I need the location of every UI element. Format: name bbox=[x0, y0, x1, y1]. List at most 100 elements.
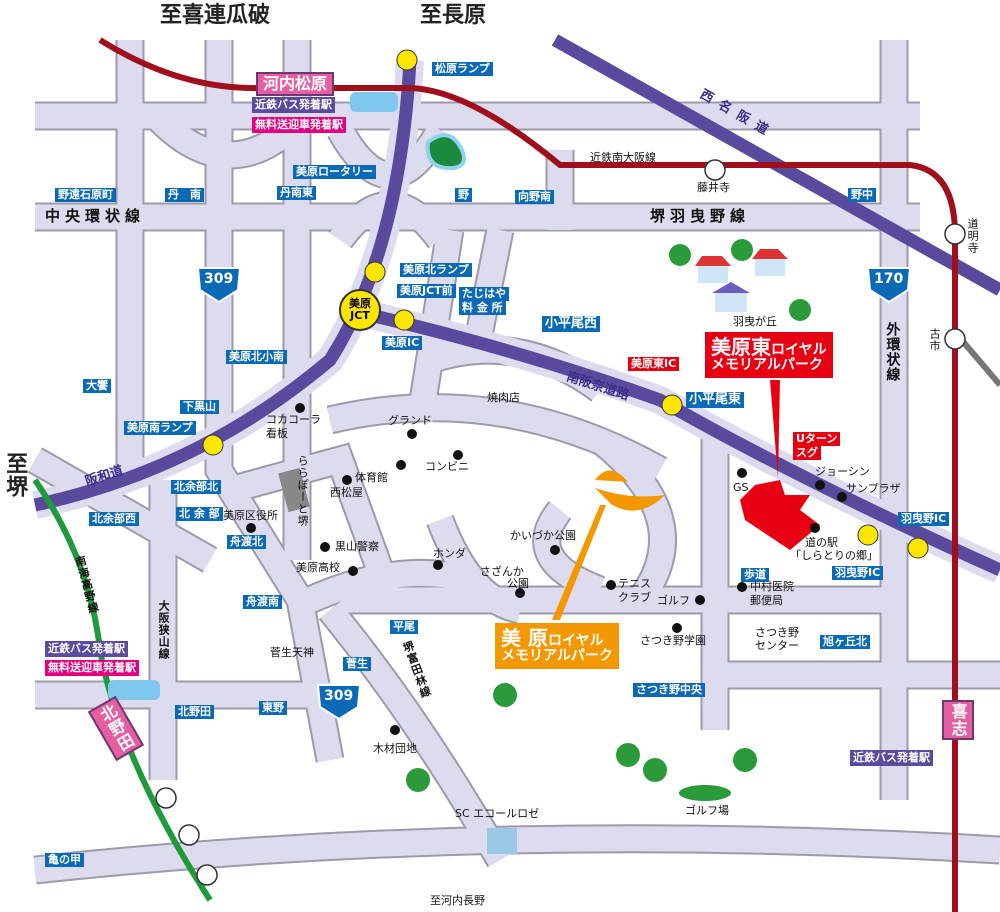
east-pointer bbox=[770, 380, 780, 478]
place-ground: グランド bbox=[388, 414, 432, 427]
label-kobirao-nishi: 小平尾西 bbox=[542, 316, 601, 333]
label-kobirao-higashi: 小平尾東 bbox=[686, 392, 745, 409]
place-satsukino: さつき野 bbox=[755, 626, 799, 639]
hanwa-expressway bbox=[33, 59, 417, 512]
place-shiratori: 「しらとりの郷」 bbox=[790, 549, 878, 562]
place-ward-office: 美原区役所 bbox=[223, 509, 278, 522]
callout-sub2: メモリアルパーク bbox=[501, 648, 613, 665]
place-mokuzai-danchi: 木材団地 bbox=[373, 742, 417, 755]
road-osaka-sayama: 大阪狭山線 bbox=[157, 600, 171, 660]
golf-green bbox=[679, 785, 731, 801]
place-tennis-club: クラブ bbox=[618, 591, 651, 604]
place-golf: ゴルフ bbox=[657, 594, 690, 607]
place-lalaport: ららぽーと堺 bbox=[296, 455, 310, 527]
label-mihara-rotary: 美原ロータリー bbox=[293, 165, 376, 180]
label-kitanoda: 北野田 bbox=[175, 705, 214, 720]
station-kishi: 喜志 bbox=[942, 700, 974, 740]
bus-stop-tag: 近鉄バス発着駅 bbox=[45, 641, 128, 658]
route-shields bbox=[196, 267, 912, 721]
road-chuo: 中央環状線 bbox=[45, 207, 146, 225]
east-park-site bbox=[740, 480, 820, 550]
label-hirao: 平尾 bbox=[390, 620, 418, 635]
label-tajihaya: たじはや bbox=[459, 287, 509, 302]
landmark-dots bbox=[246, 403, 847, 735]
label-mihara-jct-mae: 美原JCT前 bbox=[397, 284, 456, 299]
place-gs: GS bbox=[733, 481, 749, 494]
route-309-north: 309 bbox=[204, 271, 234, 287]
dest-nagahara: 至長原 bbox=[420, 3, 487, 28]
west-park-site bbox=[595, 470, 665, 511]
dest-kireuriwari: 至喜連瓜破 bbox=[160, 3, 271, 28]
label-satsukino-chuo: さつき野中央 bbox=[633, 683, 705, 698]
label-kitaamabe-kita: 北余部北 bbox=[171, 480, 221, 495]
place-sazanka-park: 公園 bbox=[507, 577, 529, 590]
callout-sub1: ロイヤル bbox=[771, 342, 827, 358]
label-uturn-1: Uターン bbox=[793, 432, 841, 447]
label-no: 野 bbox=[455, 188, 472, 203]
label-matsubara-ramp: 松原ランプ bbox=[432, 62, 493, 77]
label-mihara-kitakominami: 美原北小南 bbox=[226, 350, 287, 365]
houses bbox=[695, 249, 788, 312]
trees bbox=[406, 239, 811, 792]
label-mihara-ic: 美原IC bbox=[382, 336, 423, 351]
sc-building bbox=[487, 828, 517, 854]
callout-sub1: ロイヤル bbox=[547, 633, 604, 649]
place-nakamura-clinic: 中村医院 bbox=[750, 580, 794, 593]
label-tollgate: 料 金 所 bbox=[459, 301, 506, 316]
route-170: 170 bbox=[874, 271, 904, 287]
label-kitaamabe-nishi: 北余部西 bbox=[89, 512, 139, 527]
place-satsukino-gakuen: さつき野学園 bbox=[640, 634, 706, 647]
place-sc-ecole-rose: SC エコールロゼ bbox=[455, 807, 540, 820]
kintetsu-nagano-line bbox=[957, 336, 1000, 387]
line-kintetsu: 近鉄南大阪線 bbox=[590, 151, 656, 164]
station-kawachi-matsubara: 河内松原 bbox=[256, 72, 335, 96]
place-golf-course: ゴルフ場 bbox=[685, 804, 729, 817]
west-pointer bbox=[552, 505, 606, 620]
mihara-jct: 美原JCT bbox=[349, 297, 371, 323]
label-mihara-kita-ramp: 美原北ランプ bbox=[400, 263, 472, 278]
label-asahigaoka-kita: 旭ヶ丘北 bbox=[820, 635, 870, 650]
road-gaikan: 外環状線 bbox=[884, 322, 901, 382]
label-tannan: 丹 南 bbox=[165, 188, 204, 203]
label-funado-kita: 舟渡北 bbox=[227, 535, 266, 550]
place-joshin: ジョーシン bbox=[815, 465, 870, 478]
interchange-markers bbox=[202, 49, 929, 559]
place-tennis: テニス bbox=[618, 577, 651, 590]
station-domyoji: 道明寺 bbox=[966, 218, 980, 254]
place-michinoeki: 道の駅 bbox=[805, 536, 838, 549]
station-fujiidera: 藤井寺 bbox=[697, 181, 730, 194]
place-center: センター bbox=[755, 639, 799, 652]
callout-mihara-higashi-royal[interactable]: 美原東ロイヤル メモリアルパーク bbox=[705, 332, 833, 378]
label-sugo: 菅生 bbox=[343, 657, 371, 672]
bus-stop-tag: 近鉄バス発着駅 bbox=[252, 97, 335, 114]
label-habikino-ic: 羽曳野IC bbox=[898, 512, 950, 527]
callout-main: 美 原 bbox=[501, 626, 548, 650]
place-sunplaza: サンプラザ bbox=[846, 482, 901, 495]
place-yakiniku: 焼肉店 bbox=[487, 391, 520, 404]
label-habikino-ic: 羽曳野IC bbox=[832, 566, 884, 581]
jct-circle bbox=[339, 289, 381, 331]
route-309-south: 309 bbox=[324, 688, 354, 704]
callout-main: 美原東 bbox=[711, 335, 771, 359]
callout-mihara-royal[interactable]: 美 原ロイヤル メモリアルパーク bbox=[495, 623, 619, 669]
label-nonaka: 野中 bbox=[848, 188, 876, 203]
label-tannan-higashi: 丹南東 bbox=[277, 186, 316, 201]
label-shimokuroyama: 下黒山 bbox=[180, 400, 219, 415]
minami-hanna-expressway bbox=[368, 308, 1000, 576]
shuttle-stop-tag: 無料送迎車発着駅 bbox=[252, 117, 346, 134]
callout-sub2: メモリアルパーク bbox=[711, 357, 823, 374]
dest-sakai: 至堺 bbox=[2, 452, 28, 498]
shuttle-stop-tag: 無料送迎車発着駅 bbox=[45, 660, 139, 677]
dest-kawachinagano: 至河内長野 bbox=[430, 894, 485, 907]
label-kitaamabe: 北 余 部 bbox=[176, 507, 223, 522]
label-ooae: 大饗 bbox=[83, 379, 111, 394]
place-honda: ホンダ bbox=[433, 547, 466, 560]
place-sazanka: さざんか bbox=[480, 565, 524, 578]
place-cocacola: コカコーラ bbox=[266, 413, 321, 426]
place-habikigaoka: 羽曳が丘 bbox=[733, 315, 777, 328]
place-gym: 体育館 bbox=[355, 471, 388, 484]
label-kamenoko: 亀の甲 bbox=[45, 853, 84, 868]
road-sakai-habikino: 堺羽曳野線 bbox=[650, 207, 751, 225]
lalaport-building bbox=[278, 467, 310, 513]
